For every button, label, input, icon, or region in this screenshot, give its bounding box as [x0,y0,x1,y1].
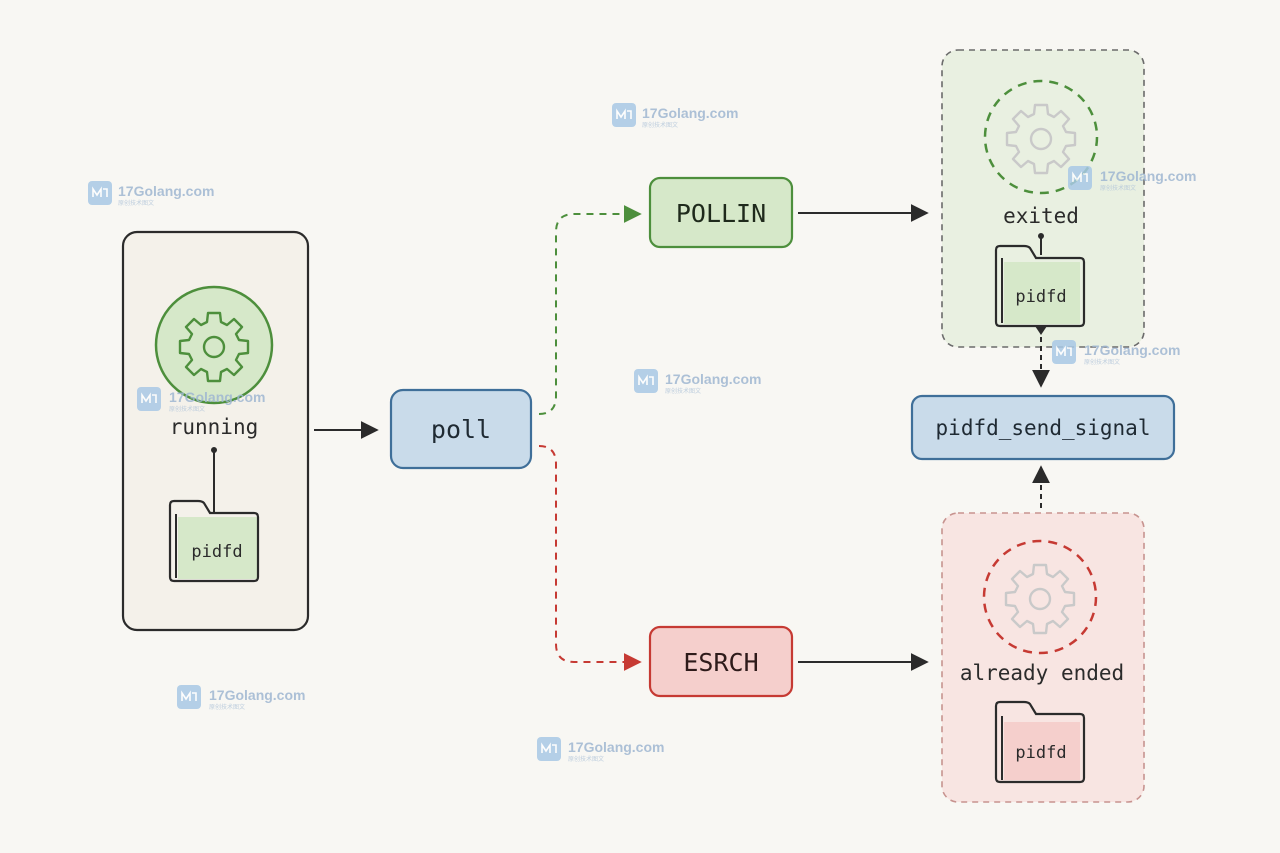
watermark: 17Golang.com 原创技术图文 [1051,339,1180,366]
exited-label: exited [1003,204,1079,228]
logo-icon [1067,165,1093,191]
svg-text:17Golang.com: 17Golang.com [118,183,214,199]
ended-process-group: already ended pidfd [941,512,1145,803]
svg-text:原创技术图文: 原创技术图文 [568,755,604,763]
pidfd-label: pidfd [191,542,242,562]
pollin-label: POLLIN [676,199,766,228]
logo-icon [1051,339,1077,365]
logo-icon [536,736,562,762]
send-signal-label: pidfd_send_signal [936,416,1151,440]
svg-text:原创技术图文: 原创技术图文 [665,387,701,395]
logo-icon [176,684,202,710]
running-label: running [170,415,259,439]
svg-text:17Golang.com: 17Golang.com [665,371,761,387]
esrch-label: ESRCH [683,648,758,677]
send-signal-node: pidfd_send_signal [910,394,1176,461]
watermark: 17Golang.com 原创技术图文 [536,736,664,763]
watermark: 17Golang.com 原创技术图文 [87,180,214,207]
logo-icon [633,368,659,394]
watermark: 17Golang.com 原创技术图文 [611,102,738,129]
running-process-group: running pidfd [121,230,310,632]
watermark: 17Golang.com 原创技术图文 [136,386,265,413]
pidfd-folder-exited: pidfd [994,244,1086,328]
svg-text:17Golang.com: 17Golang.com [169,389,265,405]
pidfd-label: pidfd [1015,287,1066,307]
pidfd-folder-ended: pidfd [994,700,1086,784]
svg-text:原创技术图文: 原创技术图文 [642,121,678,129]
logo-icon [87,180,113,206]
svg-text:17Golang.com: 17Golang.com [1100,168,1196,184]
svg-text:17Golang.com: 17Golang.com [1084,342,1180,358]
poll-label: poll [431,415,491,444]
pidfd-label: pidfd [1015,743,1066,763]
arrow-poll-to-esrch [538,445,642,671]
already-ended-label: already ended [960,661,1124,685]
pidfd-folder-running: pidfd [168,499,260,583]
logo-icon [136,386,162,412]
svg-text:原创技术图文: 原创技术图文 [209,703,245,711]
esrch-node: ESRCH [648,625,794,698]
svg-text:17Golang.com: 17Golang.com [642,105,738,121]
watermark: 17Golang.com 原创技术图文 [1067,165,1196,192]
watermark: 17Golang.com 原创技术图文 [176,684,305,711]
ended-process-circle [982,539,1098,655]
exited-process-group: exited pidfd [941,49,1145,348]
svg-text:17Golang.com: 17Golang.com [209,687,305,703]
logo-icon [611,102,637,128]
svg-text:原创技术图文: 原创技术图文 [1100,184,1136,192]
exited-process-box [941,49,1145,348]
pollin-node: POLLIN [648,176,794,249]
watermark: 17Golang.com 原创技术图文 [633,368,761,395]
svg-text:原创技术图文: 原创技术图文 [118,199,154,207]
poll-node: poll [389,388,533,470]
svg-text:原创技术图文: 原创技术图文 [169,405,205,413]
exited-process-circle [983,79,1099,195]
running-process-circle [154,285,274,405]
svg-text:原创技术图文: 原创技术图文 [1084,358,1120,366]
arrow-poll-to-pollin [538,205,642,415]
svg-text:17Golang.com: 17Golang.com [568,739,664,755]
